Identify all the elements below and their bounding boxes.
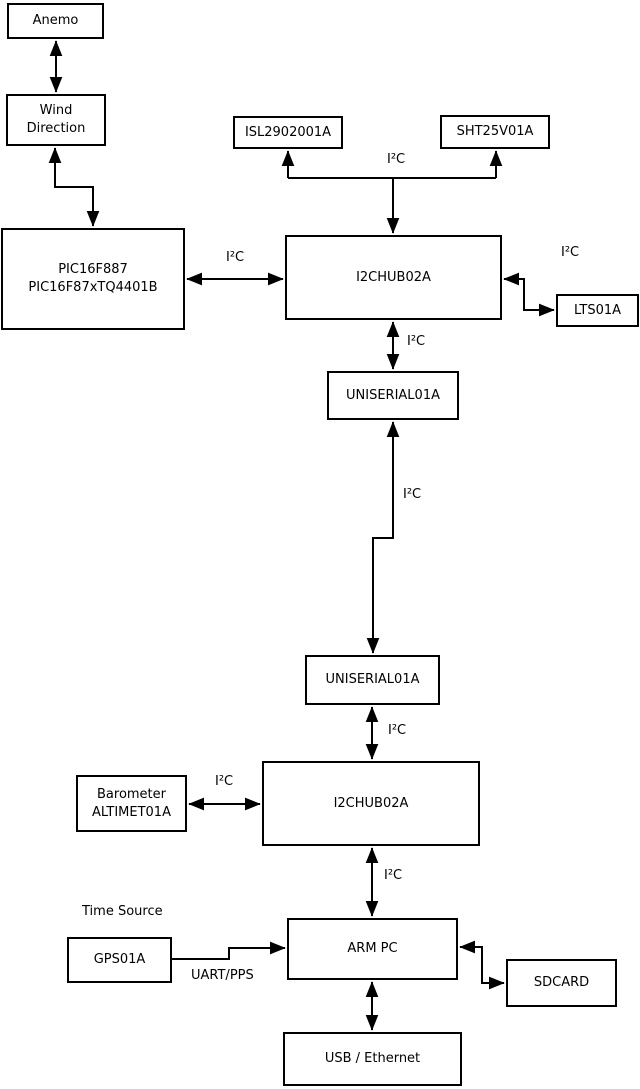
edge-label-i2c-lts: I²C [561,245,580,260]
node-uniserial01a-lower: UNISERIAL01A [305,655,440,705]
node-isl2902001a: ISL2902001A [233,116,343,149]
node-anemo: Anemo [7,3,104,39]
node-usb-ethernet: USB / Ethernet [283,1032,462,1086]
connector-arm-sdcard [459,940,505,990]
node-i2chub02a-upper: I2CHUB02A [285,235,502,320]
edge-label-i2c-uniserial-hub2: I²C [388,723,407,738]
node-pic16f887: PIC16F887 PIC16F87xTQ4401B [1,228,185,330]
edge-label-i2c-sensor-split: I²C [387,152,406,167]
edge-label-i2c-pic-hub: I²C [226,250,245,265]
edge-label-i2c-hub2-armpc: I²C [384,868,403,883]
connector-gps-arm [172,941,286,960]
edge-label-i2c-barometer-hub2: I²C [215,774,234,789]
annotation-time-source: Time Source [82,904,163,919]
edge-label-i2c-hub1-uniserial: I²C [407,334,426,349]
connector-uni1-uni2 [366,421,400,654]
edge-label-i2c-long-link: I²C [403,487,422,502]
node-sdcard: SDCARD [506,959,617,1007]
node-gps01a: GPS01A [67,937,172,983]
node-lts01a: LTS01A [556,294,639,327]
node-barometer: Barometer ALTIMET01A [76,775,187,832]
edge-label-uart-pps: UART/PPS [191,968,254,983]
connector-wind-pic [48,147,100,227]
connector-hub1-lts [503,272,555,317]
node-sht25v01a: SHT25V01A [440,115,550,149]
node-uniserial01a-upper: UNISERIAL01A [327,371,459,420]
node-arm-pc: ARM PC [287,918,458,980]
node-wind-direction: Wind Direction [6,94,106,146]
node-i2chub02a-lower: I2CHUB02A [262,761,480,846]
